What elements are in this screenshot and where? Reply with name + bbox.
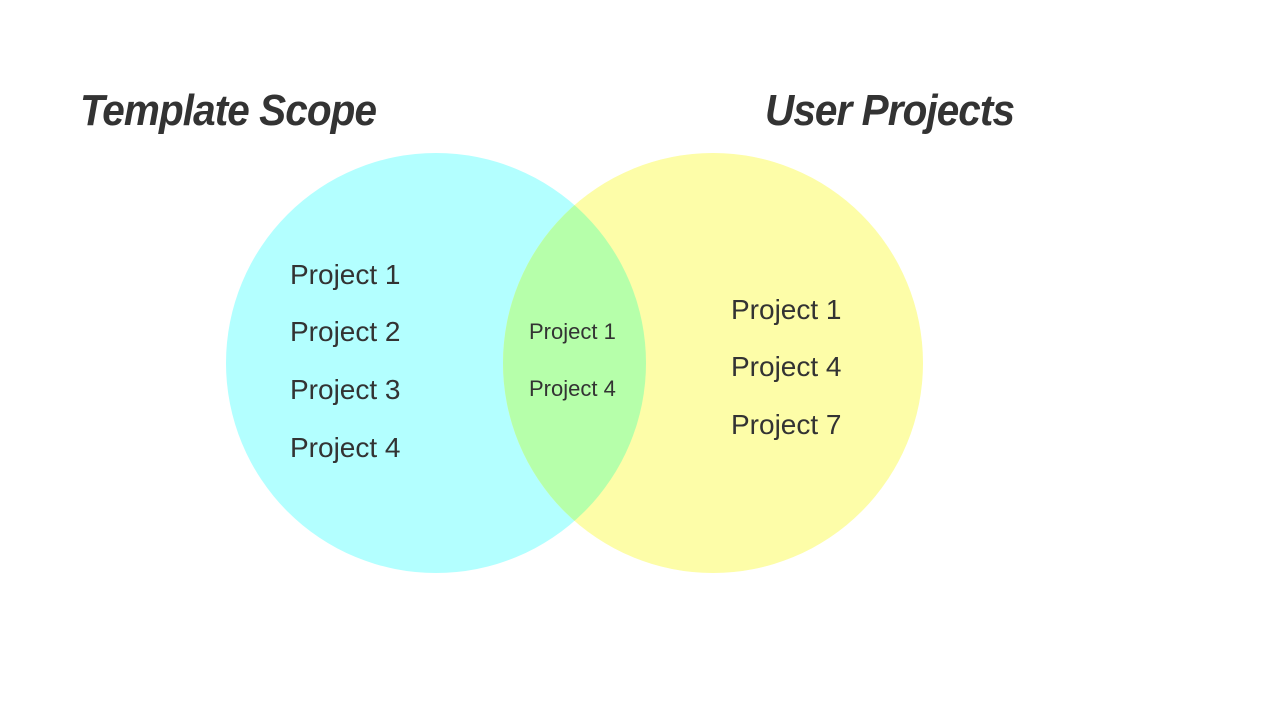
left-item: Project 2 (290, 316, 401, 347)
left-set-title: Template Scope (80, 86, 377, 135)
right-item: Project 7 (731, 409, 842, 440)
right-item: Project 1 (731, 294, 842, 325)
intersection-region (503, 153, 646, 573)
intersection-item: Project 4 (529, 376, 616, 401)
right-item: Project 4 (731, 351, 842, 382)
right-set-title: User Projects (765, 86, 1015, 135)
intersection-item: Project 1 (529, 319, 616, 344)
left-item: Project 3 (290, 374, 401, 405)
left-item: Project 1 (290, 259, 401, 290)
left-item: Project 4 (290, 432, 401, 463)
